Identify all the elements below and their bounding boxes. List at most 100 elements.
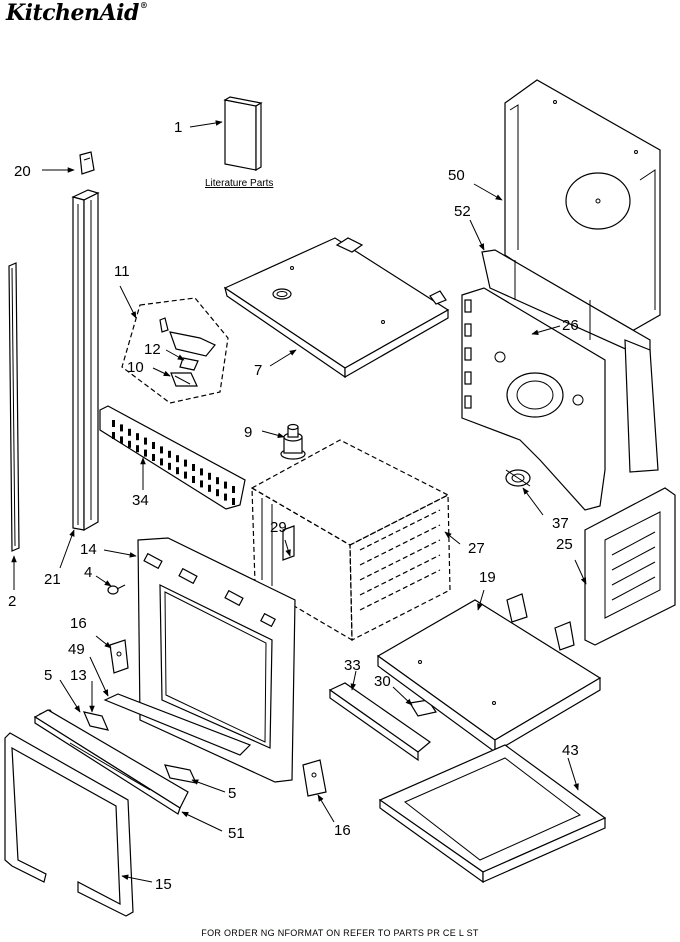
callout-19: 19 — [479, 569, 496, 586]
grille-slot — [152, 454, 155, 461]
callout-16-upper: 16 — [70, 615, 87, 632]
callout-11: 11 — [114, 263, 130, 280]
part-51-vent-trim — [33, 709, 189, 815]
mounting-tab — [464, 395, 472, 409]
kitchenaid-logo: KitchenAid® — [6, 0, 148, 26]
grille-slot — [184, 459, 187, 467]
callout-34: 34 — [132, 492, 149, 509]
callout-5-upper: 5 — [44, 667, 52, 684]
callout-5-lower: 5 — [228, 785, 236, 802]
grille-slot — [192, 476, 195, 483]
grille-slot — [128, 440, 131, 448]
part-34-vent-grille — [99, 405, 246, 510]
callout-15: 15 — [155, 876, 172, 893]
part-27-oven-cavity — [250, 439, 451, 642]
callout-7: 7 — [254, 362, 262, 379]
grille-slot — [216, 489, 219, 497]
grille-slot — [192, 464, 195, 471]
callout-52: 52 — [454, 203, 471, 220]
grille-slot — [224, 481, 227, 489]
part-15-gasket — [4, 732, 134, 917]
rack-guide-line — [359, 569, 441, 611]
callout-12: 12 — [144, 341, 161, 358]
grille-slot — [136, 433, 139, 441]
callout-2: 2 — [8, 593, 16, 610]
grille-slot — [144, 449, 147, 457]
part-4-screw — [107, 584, 126, 595]
grille-slot — [184, 471, 187, 479]
grille-slot — [128, 428, 131, 436]
callout-49: 49 — [68, 641, 85, 658]
part-16-bracket-lower — [302, 759, 327, 797]
callout-9: 9 — [244, 424, 252, 441]
grille-slot — [208, 472, 211, 480]
callout-27: 27 — [468, 540, 485, 557]
callout-14: 14 — [80, 541, 97, 558]
callout-50: 50 — [448, 167, 465, 184]
grille-slot — [120, 436, 123, 444]
part-20-clip — [79, 151, 95, 175]
callout-30: 30 — [374, 673, 391, 690]
callout-4: 4 — [84, 564, 92, 581]
callout-10: 10 — [127, 359, 144, 376]
grille-slot — [216, 477, 219, 485]
grille-slot — [112, 420, 115, 427]
grille-slot — [168, 450, 171, 458]
part-26-element-plate — [461, 287, 659, 511]
grille-slot — [232, 498, 235, 505]
callout-26: 26 — [562, 317, 579, 334]
grille-slot — [224, 493, 227, 501]
grille-slot — [120, 424, 123, 432]
mounting-tab — [464, 347, 472, 361]
callout-13: 13 — [70, 667, 87, 684]
grille-slot — [232, 486, 235, 493]
grille-slot — [136, 445, 139, 453]
mounting-tab — [464, 371, 472, 385]
part-7-top-panel — [223, 237, 450, 379]
callout-25: 25 — [556, 536, 573, 553]
part-49-strip — [103, 693, 252, 756]
part-50-rear-panel — [504, 79, 661, 336]
callout-43: 43 — [562, 742, 579, 759]
part-19-shield — [376, 593, 602, 754]
part-2-side-trim — [8, 262, 20, 552]
grille-slot — [112, 432, 115, 439]
callout-29: 29 — [270, 519, 287, 536]
mounting-tab — [464, 299, 472, 313]
leader-lines — [11, 120, 587, 883]
part-43-tray — [378, 744, 607, 884]
grille-slot — [176, 455, 179, 463]
rack-guide-line — [359, 509, 441, 551]
rack-guide-line — [359, 524, 441, 566]
footer-note: FOR ORDER NG NFORMAT ON REFER TO PARTS P… — [201, 928, 479, 938]
callout-33: 33 — [344, 657, 361, 674]
grille-slot — [160, 446, 163, 454]
grille-slot — [200, 468, 203, 476]
rack-guide-line — [359, 554, 441, 596]
grille-slot — [208, 484, 211, 492]
rack-guide-line — [359, 539, 441, 581]
callout-20: 20 — [14, 163, 31, 180]
grille-slot — [160, 458, 163, 466]
grille-slot — [144, 437, 147, 445]
part-16-bracket-upper — [109, 639, 129, 674]
callout-37: 37 — [552, 515, 569, 532]
part-11-switch-group — [121, 297, 229, 404]
part-25-side-panel — [584, 487, 676, 646]
callout-16-lower: 16 — [334, 822, 351, 839]
callout-51: 51 — [228, 825, 245, 842]
callout-labels: 1 2 4 5 5 7 9 10 11 12 13 14 15 16 16 19… — [8, 119, 579, 893]
grille-slot — [176, 467, 179, 475]
mounting-tab — [464, 323, 472, 337]
part-13-block — [82, 711, 110, 731]
literature-parts-label: Literature Parts — [205, 178, 274, 189]
part-1-literature — [223, 96, 263, 172]
grille-slot — [200, 480, 203, 488]
callout-1: 1 — [174, 119, 182, 136]
part-5-spacer-lower — [164, 764, 198, 784]
callout-21: 21 — [44, 571, 61, 588]
part-37-fan-fitting — [505, 469, 531, 487]
part-21-side-trim — [71, 189, 100, 532]
part-33-channel — [328, 682, 431, 762]
